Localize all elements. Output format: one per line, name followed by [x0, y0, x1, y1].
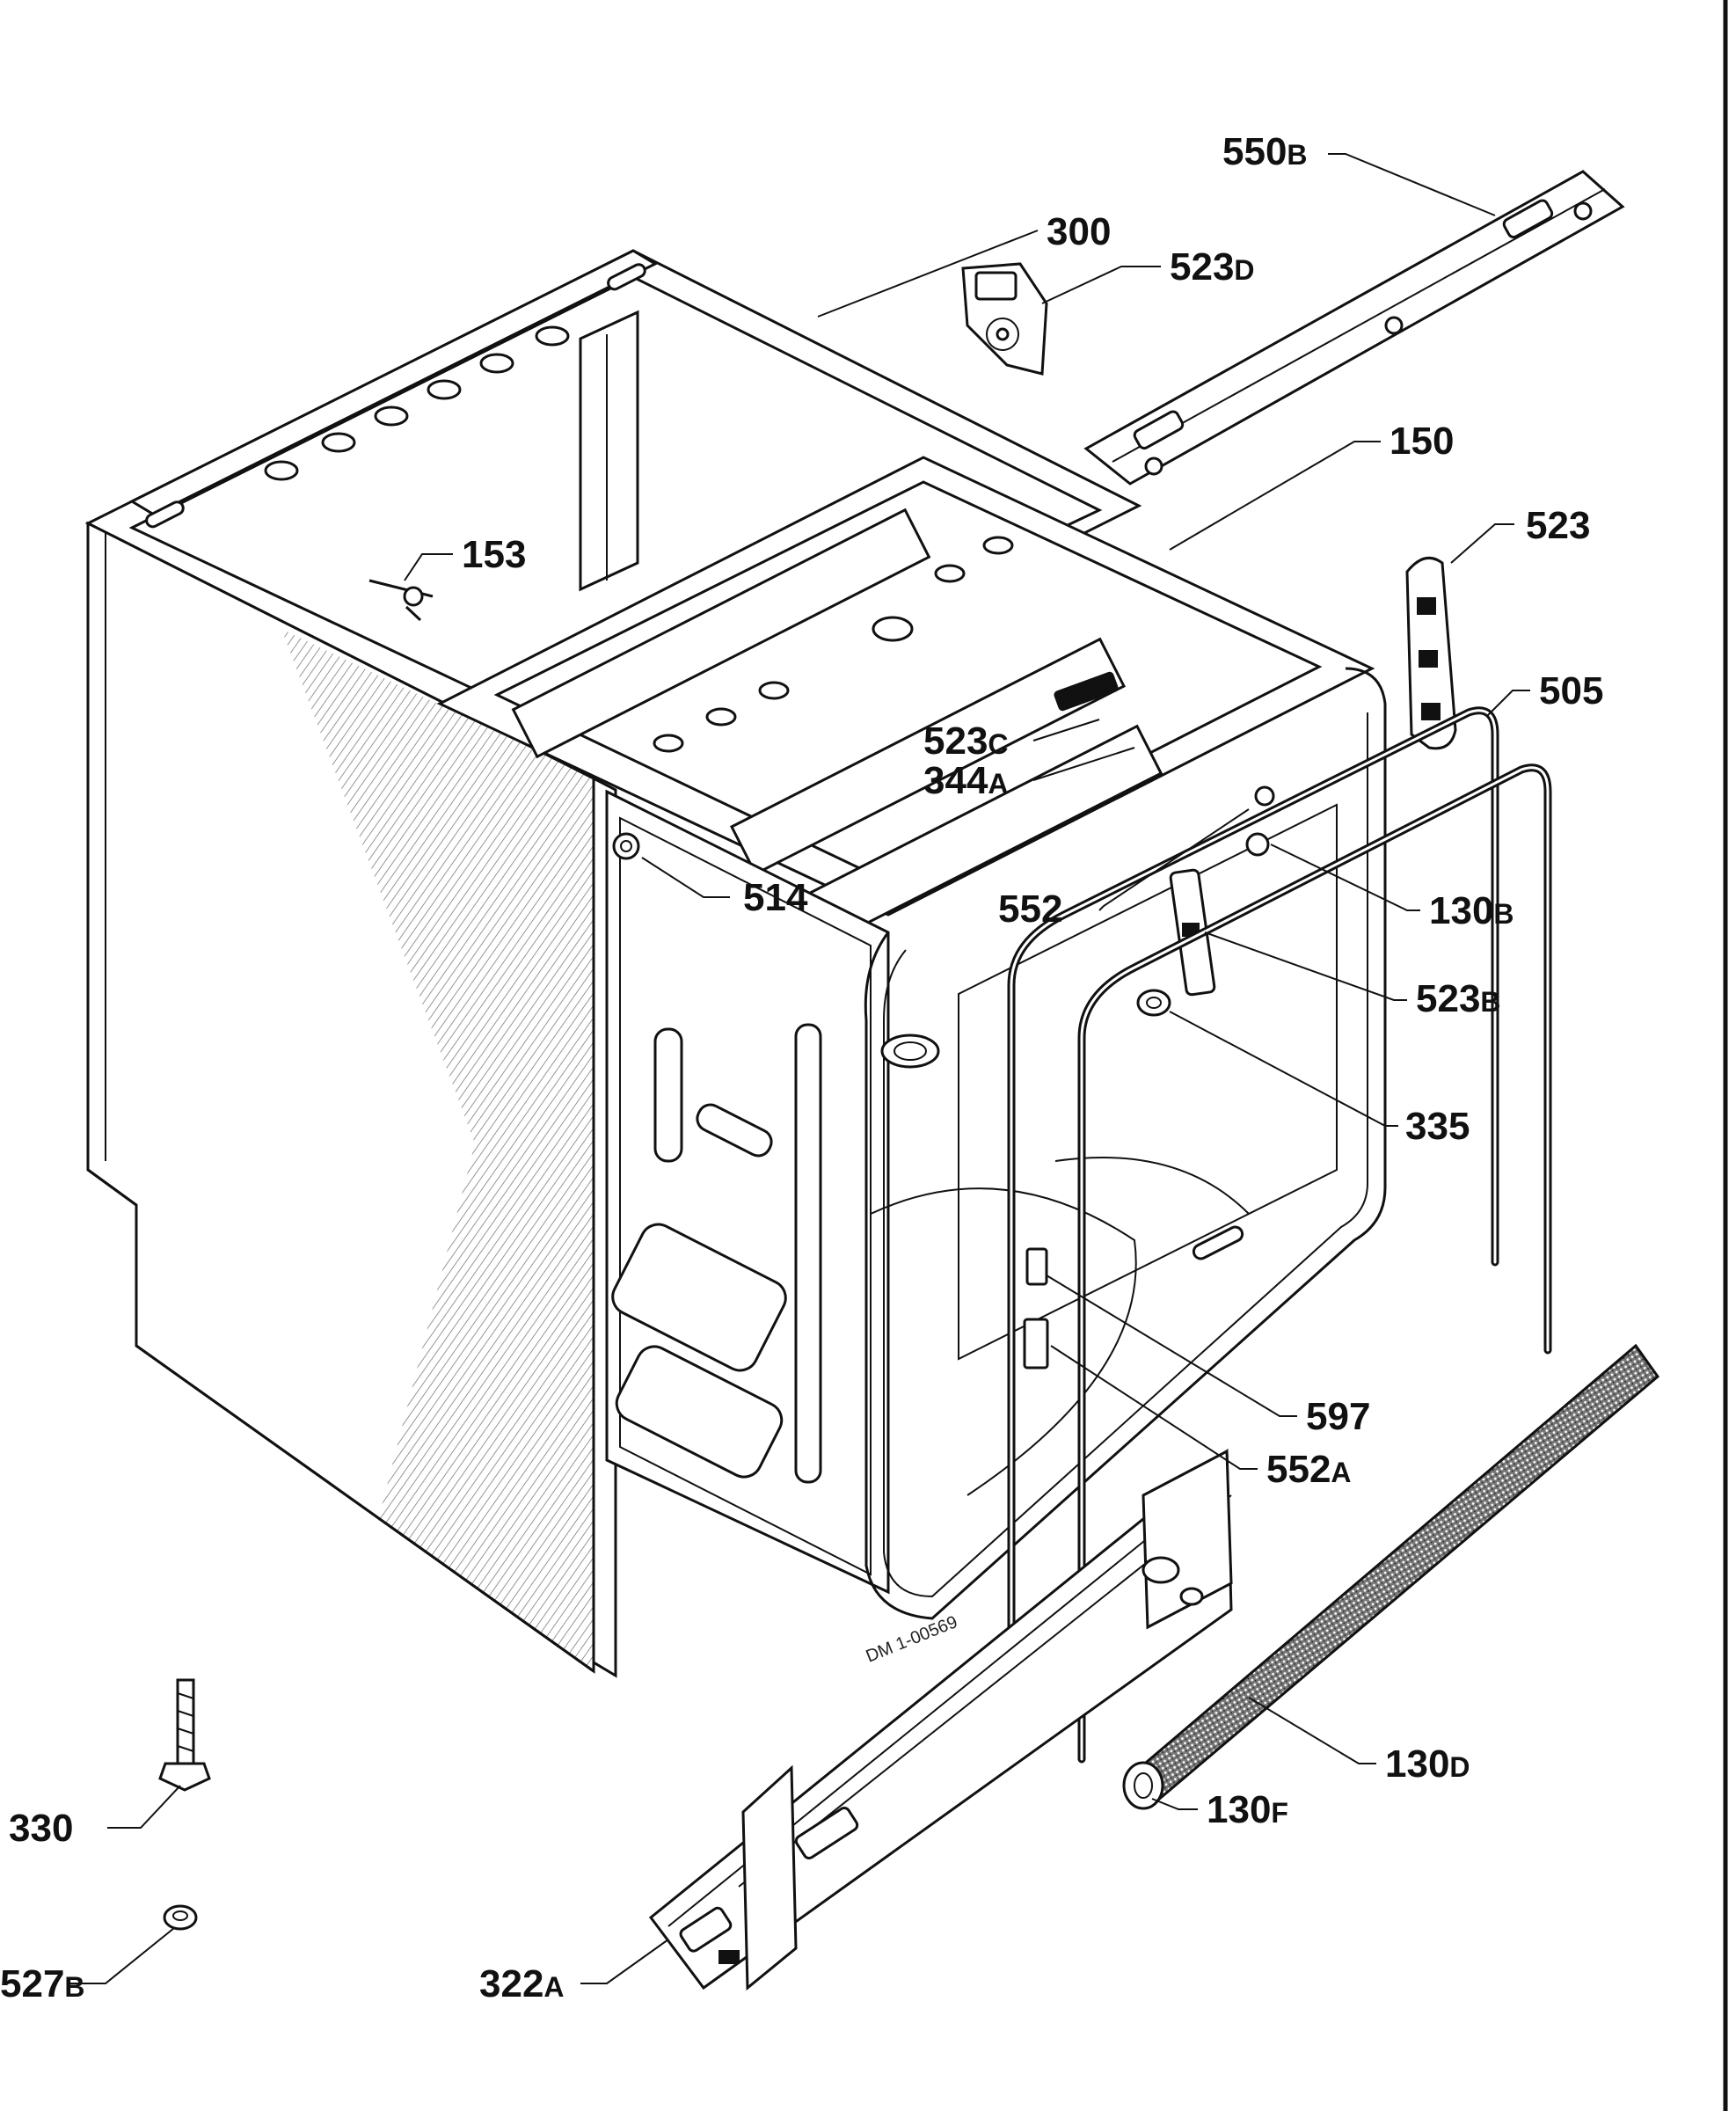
- top-bar-550b: [1083, 170, 1625, 486]
- label-150: 150: [1390, 420, 1454, 463]
- label-550b: 550B: [1222, 130, 1308, 173]
- part-labels: 550B 300 523D 150 523 153 505 523C 344A …: [0, 130, 1603, 2005]
- label-130f: 130F: [1207, 1788, 1288, 1831]
- latch-523: [1405, 556, 1457, 750]
- plinth-322a: [648, 1448, 1233, 1991]
- foot-screw-330: [158, 1678, 211, 1792]
- label-552a: 552A: [1266, 1448, 1352, 1491]
- nut-527b: [163, 1904, 198, 1931]
- label-130d: 130D: [1385, 1742, 1470, 1786]
- seal-130d: [1122, 1343, 1660, 1810]
- parts-523b-335: [1136, 868, 1216, 1017]
- screw-514: [612, 832, 640, 860]
- label-523b: 523B: [1416, 977, 1501, 1020]
- label-523c: 523C: [923, 719, 1009, 763]
- label-505: 505: [1539, 669, 1603, 712]
- label-335: 335: [1405, 1105, 1470, 1148]
- label-322a: 322A: [479, 1962, 565, 2005]
- tub-top-holes: [653, 536, 1014, 753]
- tub-150: DM 1-00569: [436, 456, 1387, 1667]
- cabinet-top-holes: [264, 325, 570, 481]
- label-552: 552: [998, 887, 1062, 931]
- part-130b: [1245, 785, 1275, 857]
- label-130b: 130B: [1429, 889, 1514, 932]
- label-344a: 344A: [923, 759, 1009, 802]
- leader-lines: [70, 153, 1530, 1984]
- label-523d: 523D: [1170, 245, 1255, 289]
- part-523c: [1054, 671, 1119, 712]
- door-seal-505: [1007, 706, 1552, 1764]
- parts-597-552a: [1023, 1247, 1049, 1370]
- label-514: 514: [743, 876, 808, 919]
- label-330: 330: [9, 1807, 73, 1850]
- drawing-number-stamp: DM 1-00569: [864, 1612, 960, 1667]
- bracket-523d: [961, 262, 1048, 376]
- label-523: 523: [1526, 504, 1590, 547]
- hinge-pin-153: [368, 579, 434, 622]
- label-300: 300: [1047, 210, 1111, 253]
- label-527b: 527B: [0, 1962, 85, 2005]
- label-597: 597: [1306, 1395, 1370, 1438]
- label-153: 153: [462, 533, 526, 576]
